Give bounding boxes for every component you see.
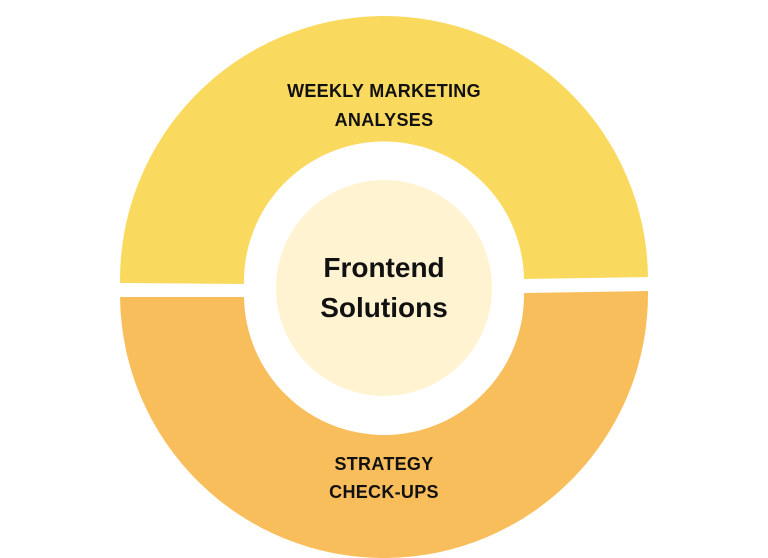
center-label-line2: Solutions — [320, 292, 448, 323]
bottom-segment-label-line1: STRATEGY — [334, 454, 433, 474]
top-segment-label-line2: ANALYSES — [335, 110, 434, 130]
top-segment-label-line1: WEEKLY MARKETING — [287, 81, 481, 101]
center-label-line1: Frontend — [323, 252, 444, 283]
segment-weekly-marketing-analyses — [119, 15, 648, 285]
bottom-segment-label-line2: CHECK-UPS — [329, 482, 439, 502]
segment-strategy-check-ups — [120, 291, 649, 558]
center-disc — [276, 180, 492, 396]
